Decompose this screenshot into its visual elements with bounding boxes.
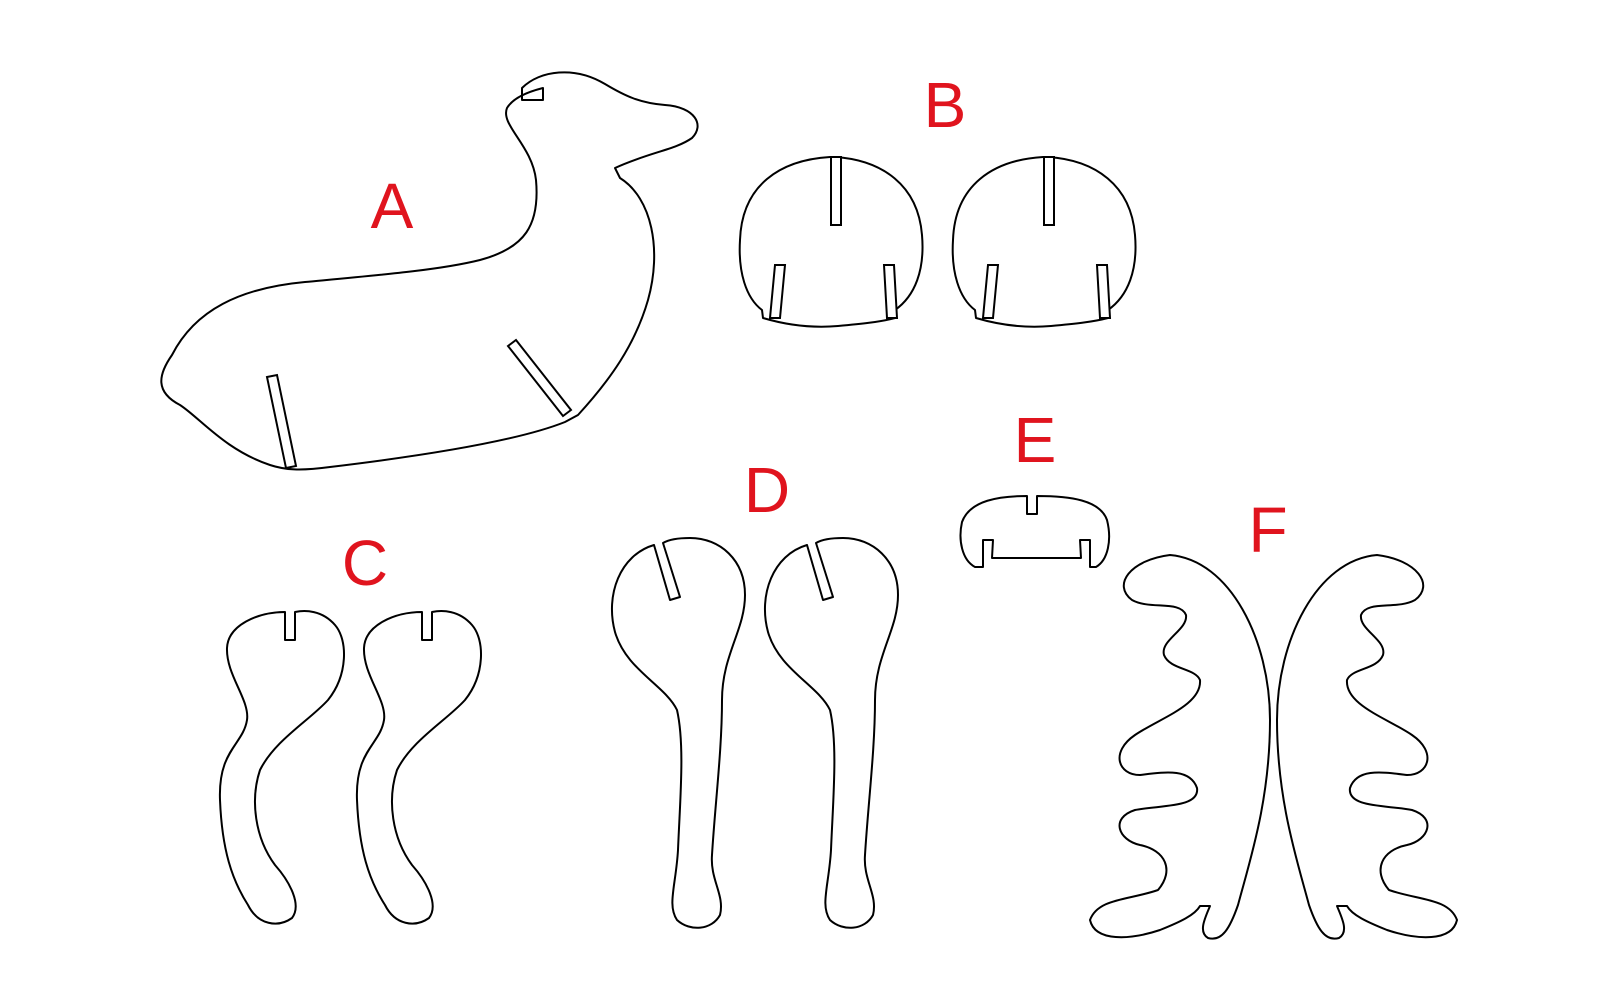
- piece-b: [738, 156, 1137, 328]
- piece-b-right-slot-top: [1043, 156, 1055, 226]
- piece-d: [610, 537, 899, 929]
- piece-a: [160, 71, 699, 471]
- piece-c-left-outline: [218, 610, 345, 925]
- piece-f-right-outline: [1276, 554, 1458, 940]
- label-f: F: [1248, 494, 1287, 566]
- piece-d-right: [763, 537, 899, 929]
- label-e: E: [1014, 404, 1057, 476]
- piece-b-right-outline: [951, 156, 1137, 328]
- piece-b-left-outline: [738, 156, 924, 328]
- label-b: B: [924, 69, 967, 141]
- piece-f: [1089, 554, 1458, 940]
- piece-c-right: [355, 610, 482, 925]
- piece-b-left-slot-top: [830, 156, 842, 226]
- piece-a-slot-rear: [265, 373, 298, 470]
- piece-b-left: [738, 156, 924, 328]
- piece-b-right-slot-rt: [1095, 264, 1112, 319]
- label-d: D: [744, 454, 790, 526]
- piece-b-right: [951, 156, 1137, 328]
- piece-c: [218, 610, 482, 925]
- piece-d-left: [610, 537, 746, 929]
- piece-a-slot-front: [506, 338, 573, 418]
- piece-b-right-slot-lf: [981, 264, 1000, 319]
- piece-d-right-outline: [763, 537, 899, 929]
- piece-a-outline: [160, 71, 699, 471]
- label-a: A: [371, 170, 414, 242]
- piece-c-right-outline: [355, 610, 482, 925]
- piece-e-outline: [959, 495, 1111, 568]
- piece-c-left: [218, 610, 345, 925]
- piece-b-left-slot-lf: [768, 264, 787, 319]
- piece-b-left-slot-rt: [882, 264, 899, 319]
- piece-f-left-outline: [1089, 554, 1271, 940]
- piece-e: [959, 495, 1111, 568]
- label-c: C: [342, 527, 388, 599]
- piece-d-left-outline: [610, 537, 746, 929]
